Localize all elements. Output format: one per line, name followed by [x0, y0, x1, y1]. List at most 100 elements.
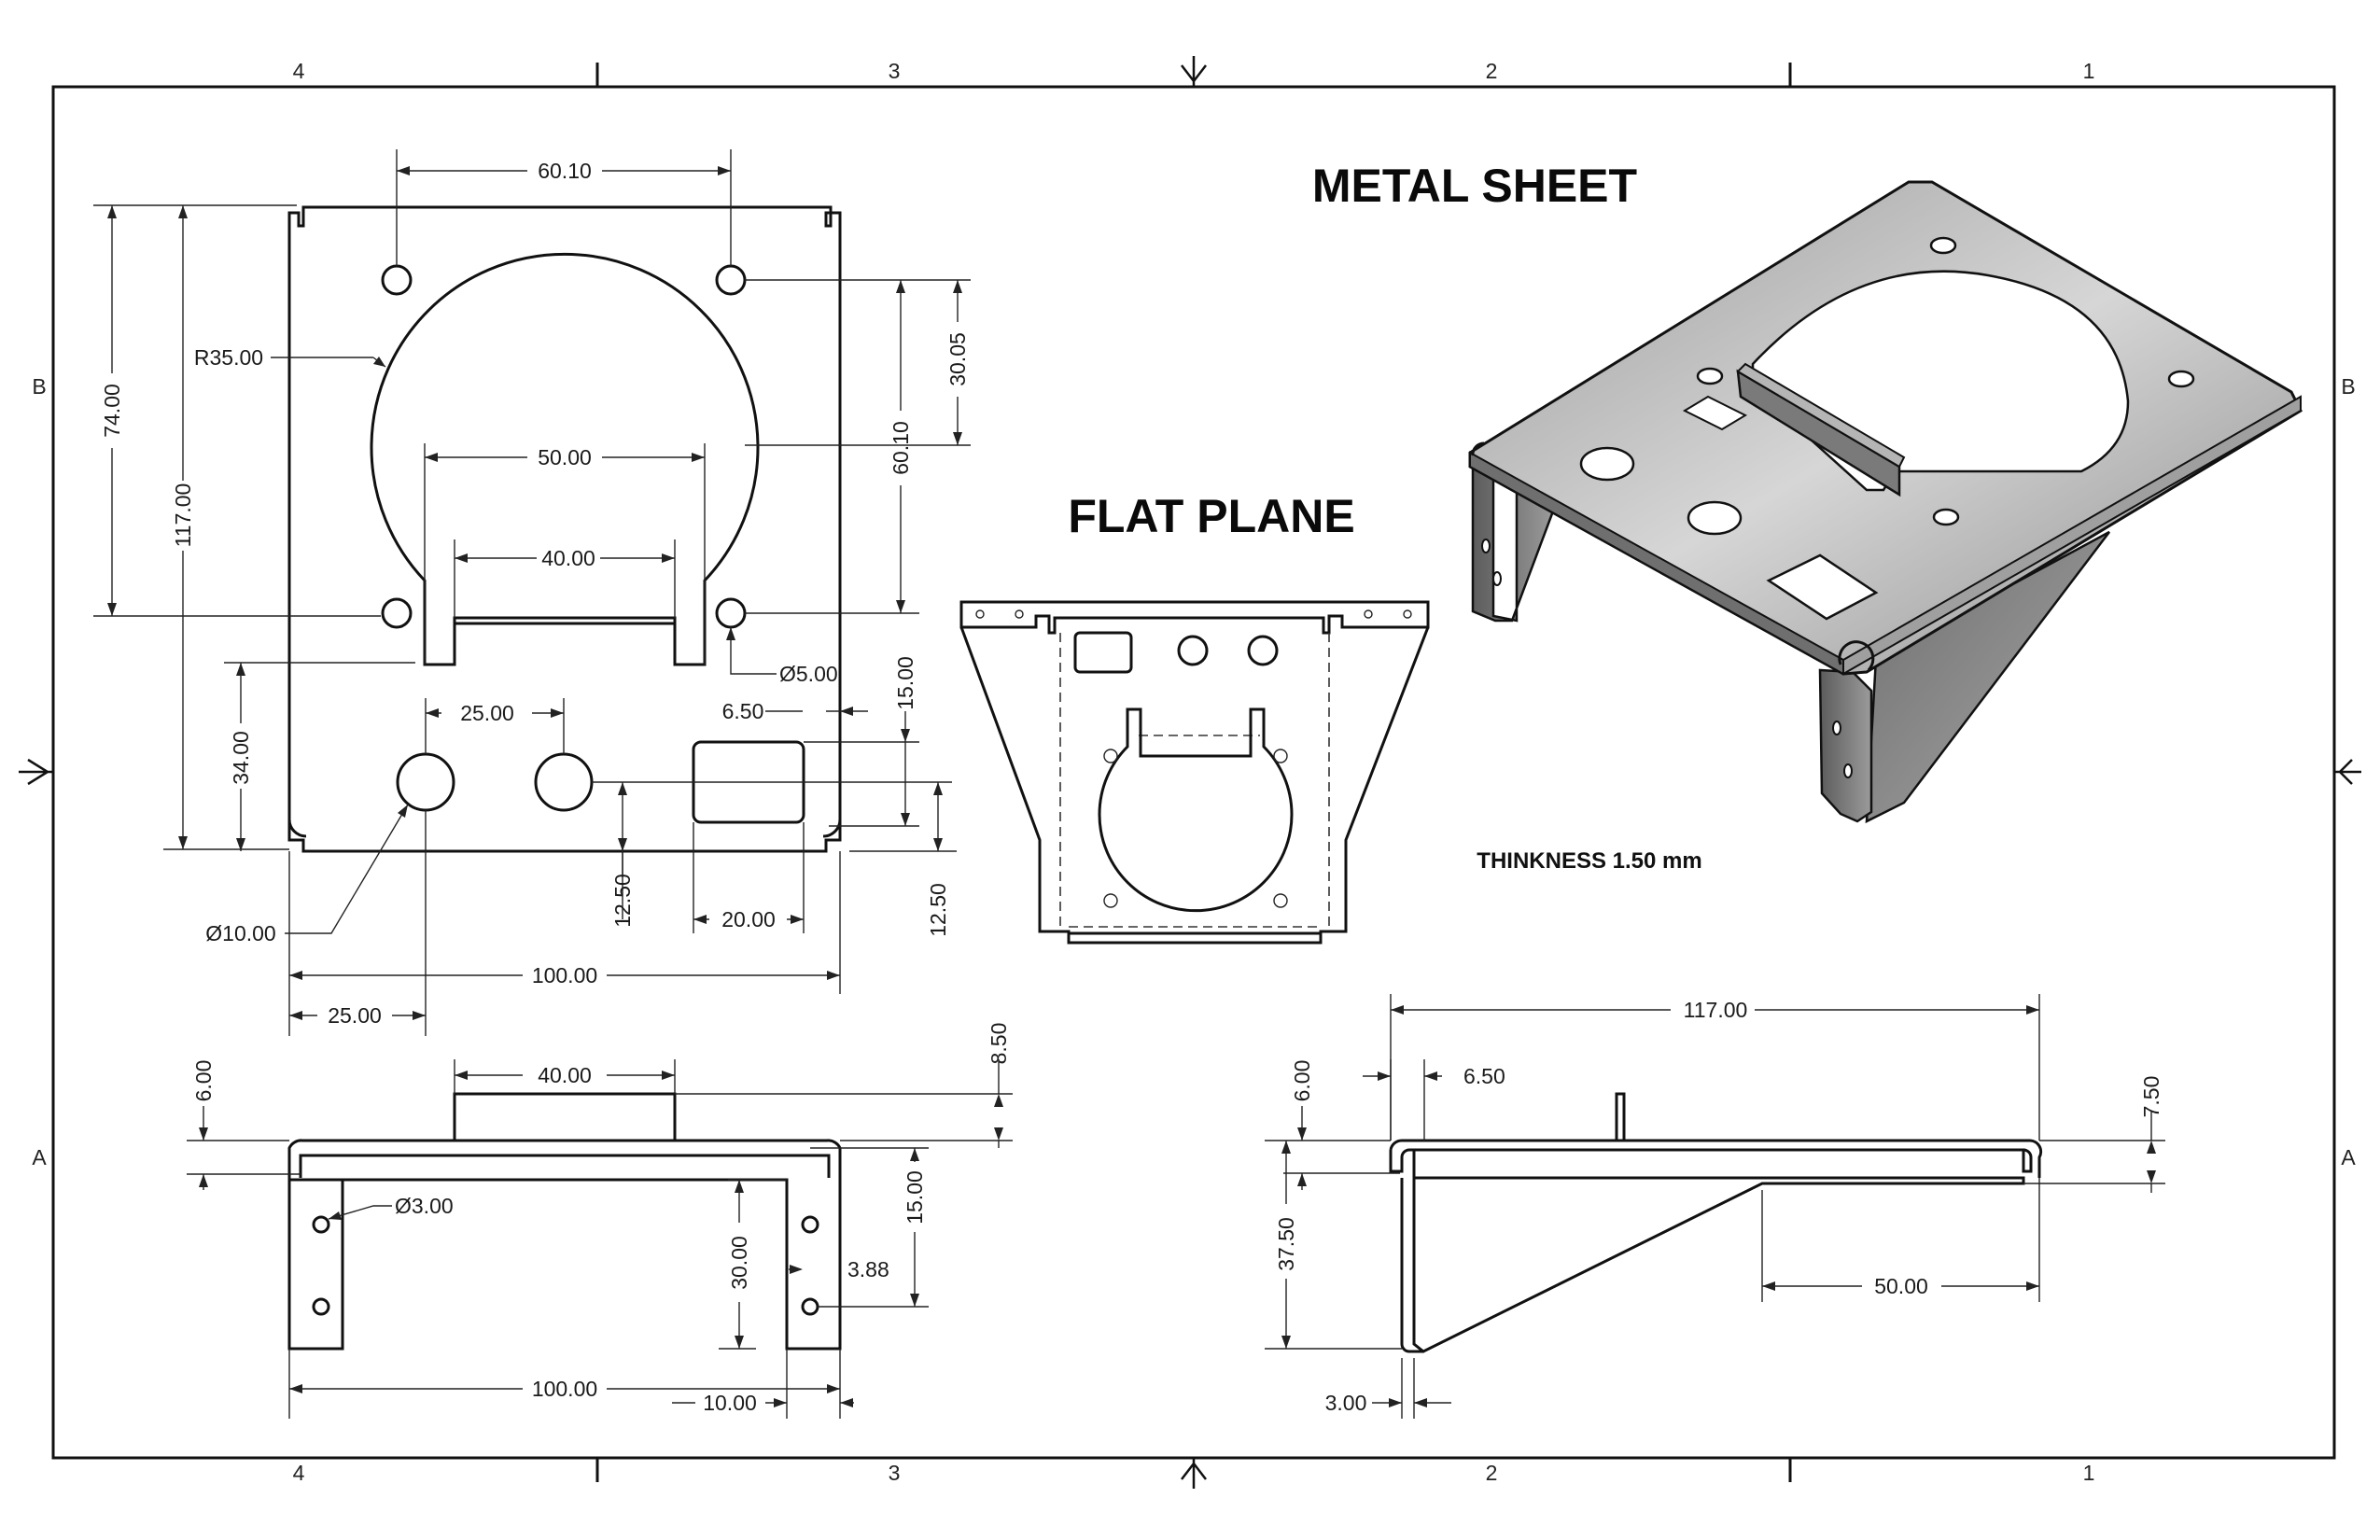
flat-plane-view [959, 600, 1430, 945]
iso-bent-tab-top [1736, 362, 1906, 469]
flat-hole-4 [1403, 609, 1412, 619]
dim-height-74: 74.00 [100, 384, 124, 438]
corner-relief-left [287, 819, 307, 838]
dim-bottom-offset-3-88: 3.88 [847, 1257, 889, 1281]
side-view-tab [1615, 1092, 1626, 1141]
dim-bottom-vert-8-50: 8.50 [987, 1023, 1011, 1065]
iso-plate-edge-right [1842, 395, 2302, 676]
flange-hole-right-1 [801, 1215, 819, 1234]
dim-side-thick-3: 3.00 [1325, 1391, 1367, 1415]
dim-width-50: 50.00 [538, 445, 592, 469]
front-view-dimension-lines [93, 149, 971, 1036]
flat-motor-cutout [1098, 707, 1294, 913]
mount-hole-top-left [381, 264, 413, 296]
dim-hole-spacing-top: 60.10 [538, 159, 592, 183]
large-hole-right [534, 752, 594, 812]
dim-bottom-vert-15: 15.00 [903, 1170, 927, 1225]
side-view: 117.00 6.00 6.50 7.50 37.50 50.00 3.00 [1265, 994, 2165, 1419]
flange-hole-right-2 [801, 1297, 819, 1316]
bottom-view: 6.00 40.00 8.50 Ø3.00 15.00 30.00 3.88 1… [187, 1023, 1013, 1419]
zone-col-1-bottom: 1 [2083, 1461, 2095, 1485]
dim-vert-12-50-right: 12.50 [926, 883, 950, 937]
zone-labels: 4 3 2 1 4 3 2 1 B B A A [32, 59, 2356, 1485]
dim-hole-dia-5: Ø5.00 [779, 662, 838, 686]
dim-offset-6-50: 6.50 [722, 699, 764, 723]
zone-col-4-bottom: 4 [293, 1461, 305, 1485]
bottom-view-curl [299, 1167, 831, 1178]
dim-bottom-width-100: 100.00 [532, 1377, 597, 1401]
thickness-note: THINKNESS 1.50 mm [1477, 848, 1701, 874]
zone-row-a-right: A [2341, 1145, 2356, 1169]
iso-hole-2 [1696, 367, 1724, 385]
zone-col-2-bottom: 2 [1486, 1461, 1498, 1485]
dim-width-20: 20.00 [721, 907, 776, 931]
dim-spacing-25: 25.00 [460, 701, 514, 725]
iso-hole-3 [2167, 370, 2195, 388]
mount-hole-top-right [715, 264, 747, 296]
dim-side-vert-6: 6.00 [1290, 1060, 1314, 1102]
front-view: 60.10 R35.00 74.00 117.00 50.00 40.00 30… [93, 149, 971, 1036]
dim-bottom-width-10: 10.00 [703, 1391, 757, 1415]
corner-relief-right [822, 819, 842, 838]
dim-offset-25: 25.00 [328, 1003, 382, 1028]
iso-curl-front [1838, 640, 1875, 672]
bottom-view-dimension-lines [187, 1059, 1013, 1419]
flat-hole-3 [1364, 609, 1373, 619]
bottom-view-outline [287, 1139, 842, 1351]
iso-large-hole-1 [1579, 446, 1635, 482]
dim-vert-15: 15.00 [893, 656, 917, 710]
dim-bottom-vert-30: 30.00 [727, 1236, 751, 1290]
dim-width-40: 40.00 [541, 546, 595, 570]
zone-row-b-left: B [32, 374, 46, 399]
iso-leg-hole-4 [1843, 763, 1853, 778]
flat-large-hole-2 [1247, 635, 1279, 666]
dim-radius: R35.00 [194, 345, 263, 370]
metal-sheet-title: METAL SHEET [1312, 160, 1637, 212]
flange-hole-left-2 [312, 1297, 330, 1316]
flat-large-hole-1 [1177, 635, 1209, 666]
bottom-view-lip [299, 1154, 831, 1167]
iso-leg-hole-1 [1481, 539, 1491, 553]
dim-vert-60-10: 60.10 [889, 421, 913, 475]
dim-side-height-37-50: 37.50 [1274, 1217, 1298, 1271]
dim-vert-12-50-left: 12.50 [610, 874, 635, 928]
iso-hole-1 [1929, 236, 1957, 255]
iso-leg-hole-2 [1492, 571, 1502, 586]
iso-slot [1682, 395, 1748, 431]
dim-width-100: 100.00 [532, 963, 597, 987]
zone-row-a-left: A [32, 1145, 47, 1169]
dim-bottom-hole-dia-3: Ø3.00 [395, 1194, 454, 1218]
flat-hole-2 [1015, 609, 1024, 619]
dim-side-width-50: 50.00 [1874, 1274, 1928, 1298]
iso-leg-hole-3 [1832, 721, 1841, 735]
flat-rect-cutout [1073, 631, 1133, 674]
large-hole-left [396, 752, 455, 812]
zone-col-4-top: 4 [293, 59, 305, 83]
dim-height-34: 34.00 [229, 731, 253, 785]
zone-col-1-top: 1 [2083, 59, 2095, 83]
zone-col-3-bottom: 3 [889, 1461, 901, 1485]
flat-mount-hole-2 [1273, 749, 1288, 763]
flat-hole-1 [975, 609, 985, 619]
flat-plane-outline [959, 600, 1430, 945]
dim-side-length-117: 117.00 [1684, 998, 1748, 1022]
flat-mount-hole-4 [1273, 893, 1288, 908]
front-view-motor-cutout [370, 252, 760, 666]
dim-hole-dia-10: Ø10.00 [205, 921, 275, 945]
dim-bottom-vert-6: 6.00 [191, 1060, 216, 1102]
mount-hole-bottom-right [715, 597, 747, 629]
drawing-border [19, 56, 2361, 1489]
mount-hole-bottom-left [381, 597, 413, 629]
flat-mount-hole-3 [1103, 893, 1118, 908]
flat-plane-title: FLAT PLANE [1068, 490, 1354, 542]
side-view-dimension-lines [1265, 994, 2165, 1419]
dim-side-offset-6-50: 6.50 [1463, 1064, 1505, 1088]
iso-large-hole-2 [1687, 500, 1743, 536]
bottom-view-tab [453, 1092, 677, 1142]
iso-hole-4 [1932, 508, 1960, 526]
side-view-web-edge [1400, 1178, 1423, 1353]
flat-mount-hole-1 [1103, 749, 1118, 763]
zone-row-b-right: B [2341, 374, 2355, 399]
dim-side-vert-7-50: 7.50 [2139, 1076, 2163, 1118]
